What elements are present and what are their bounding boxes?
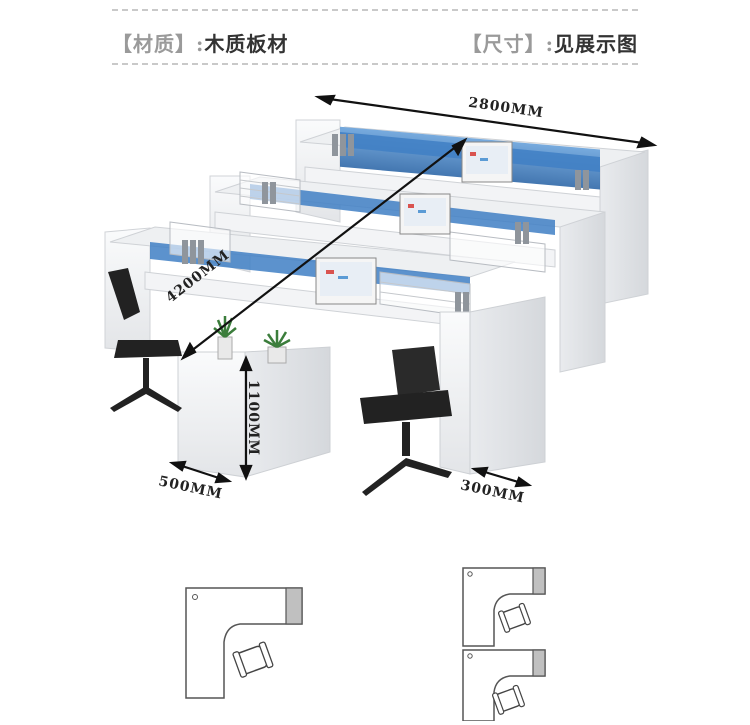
material-spec: 【材质】:木质板材 [112, 28, 288, 57]
size-value: 见展示图 [554, 32, 638, 56]
floor-plan-icon [185, 567, 546, 722]
workstation-scene: 2800MM 4200MM 1100MM 500MM 300MM [0, 72, 750, 552]
size-label: 【尺寸】: [461, 32, 554, 56]
office-chair-icon [232, 641, 274, 678]
material-value: 木质板材 [204, 32, 289, 56]
divider-bottom [112, 63, 638, 65]
floor-plans [0, 552, 750, 722]
spec-header: 【材质】:木质板材 【尺寸】:见展示图 [0, 0, 750, 72]
divider-top [112, 9, 638, 11]
size-spec: 【尺寸】:见展示图 [462, 28, 638, 57]
material-label: 【材质】: [112, 32, 205, 56]
workstation-illustration-icon [104, 94, 658, 496]
height-dimension: 1100MM [244, 380, 261, 456]
